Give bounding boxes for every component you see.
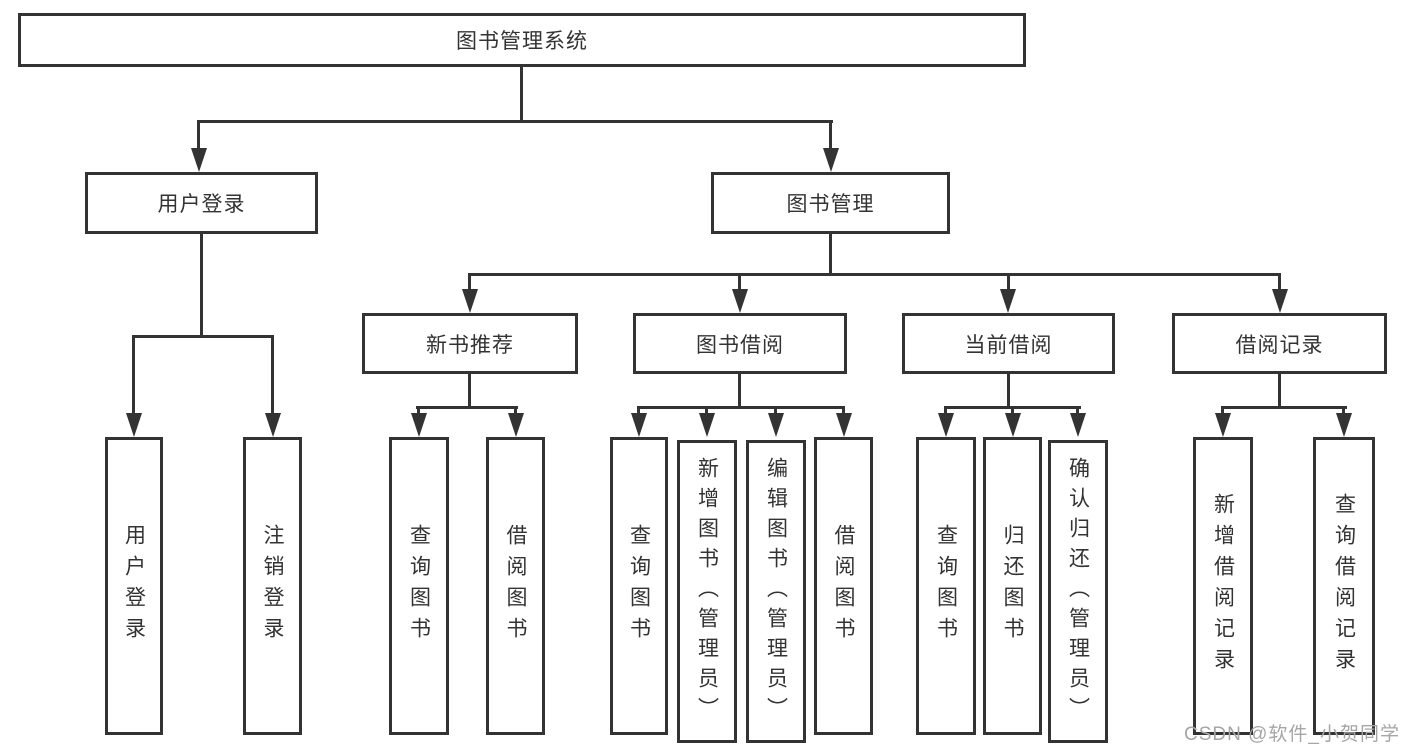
leaf-confirm-return-admin: 确认归还（管理员） [1048,440,1108,743]
leaf-query-books-label: 查询图书 [934,524,958,648]
leaf-edit-book-admin-label: 编辑图书（管理员） [764,456,788,727]
connector-book-mgmt-vertical [829,234,832,276]
arrow-down-icon [411,413,427,437]
leaf-query-books-current: 查询图书 [916,437,976,735]
connector-user-login-bar [132,335,274,338]
arrow-down-icon [126,413,142,437]
leaf-query-books-recommend: 查询图书 [389,437,449,735]
leaf-query-books-label: 查询图书 [627,524,651,648]
arrow-down-icon [631,413,647,437]
node-user-login: 用户登录 [85,172,318,234]
connector-drop-book-borrow [738,273,741,292]
leaf-return-books-label: 归还图书 [1001,524,1024,648]
connector-drop-leaf-logout [271,335,274,415]
arrow-down-icon [1070,413,1086,437]
leaf-query-books-borrow: 查询图书 [610,437,668,735]
arrow-down-icon [508,413,524,437]
arrow-down-icon [732,289,748,313]
node-library-system: 图书管理系统 [18,13,1026,67]
node-book-management-label: 图书管理 [786,193,875,216]
connector-current-borrow-vertical [1007,374,1010,409]
connector-drop [842,406,845,416]
connector-root-vertical [520,67,523,123]
connector-drop-leaf-login [132,335,135,415]
csdn-watermark: CSDN @软件_小贺同学 [1184,724,1400,745]
connector-book-borrow-bar [637,406,845,409]
node-new-book-recommend-label: 新书推荐 [426,333,514,357]
arrow-down-icon [823,148,839,172]
connector-drop [514,406,517,416]
arrow-down-icon [938,413,954,437]
leaf-query-borrow-record-label: 查询借阅记录 [1332,493,1356,679]
node-borrow-records: 借阅记录 [1172,313,1387,374]
node-new-book-recommend: 新书推荐 [362,313,578,374]
leaf-query-borrow-record: 查询借阅记录 [1313,437,1375,735]
leaf-query-books-label: 查询图书 [407,524,431,648]
connector-drop [1221,406,1224,416]
connector-drop-new-book [468,273,471,292]
leaf-add-book-admin: 新增图书（管理员） [677,440,737,743]
node-book-borrow-label: 图书借阅 [696,333,784,357]
leaf-logout: 注销登录 [243,437,302,735]
connector-user-login-vertical [200,234,203,338]
leaf-add-book-admin-label: 新增图书（管理员） [695,456,719,727]
connector-new-book-bar [416,406,518,409]
connector-new-book-vertical [468,374,471,409]
connector-drop-borrow-records [1278,273,1281,292]
node-book-management: 图书管理 [711,172,950,234]
leaf-return-books: 归还图书 [983,437,1042,735]
leaf-edit-book-admin: 编辑图书（管理员） [746,440,806,743]
connector-drop-current-borrow [1007,273,1010,292]
connector-drop-book-mgmt [829,120,832,150]
node-current-borrow: 当前借阅 [902,313,1115,374]
connector-borrow-records-vertical [1278,374,1281,409]
connector-drop [637,406,640,416]
connector-drop [417,406,420,416]
node-user-login-label: 用户登录 [157,193,246,216]
connector-drop [1342,406,1345,416]
connector-book-borrow-vertical [738,374,741,409]
connector-level2-bar [197,120,833,123]
arrow-down-icon [699,413,715,437]
connector-drop [944,406,947,416]
node-book-borrow: 图书借阅 [633,313,847,374]
connector-drop [774,406,777,416]
connector-drop [1076,406,1079,416]
arrow-down-icon [462,289,478,313]
arrow-down-icon [836,413,852,437]
arrow-down-icon [265,413,281,437]
leaf-user-login: 用户登录 [105,437,163,735]
arrow-down-icon [768,413,784,437]
arrow-down-icon [1336,413,1352,437]
arrow-down-icon [1005,413,1021,437]
leaf-borrow-books-label: 借阅图书 [832,524,855,648]
leaf-add-borrow-record-label: 新增借阅记录 [1211,493,1235,679]
node-current-borrow-label: 当前借阅 [964,333,1053,357]
leaf-user-login-label: 用户登录 [122,524,146,648]
leaf-logout-label: 注销登录 [261,524,284,648]
leaf-add-borrow-record: 新增借阅记录 [1193,437,1253,735]
connector-drop-user-login [197,120,200,150]
leaf-borrow-books: 借阅图书 [814,437,873,735]
arrow-down-icon [191,148,207,172]
connector-drop [705,406,708,416]
arrow-down-icon [1272,289,1288,313]
arrow-down-icon [1215,413,1231,437]
connector-borrow-records-bar [1221,406,1347,409]
connector-level3-bar [468,273,1281,276]
node-borrow-records-label: 借阅记录 [1235,333,1324,357]
leaf-borrow-books-label: 借阅图书 [504,524,527,648]
leaf-borrow-books-recommend: 借阅图书 [486,437,545,735]
leaf-confirm-return-admin-label: 确认归还（管理员） [1066,456,1090,727]
connector-drop [1011,406,1014,416]
arrow-down-icon [1000,289,1016,313]
node-library-system-label: 图书管理系统 [456,30,588,53]
